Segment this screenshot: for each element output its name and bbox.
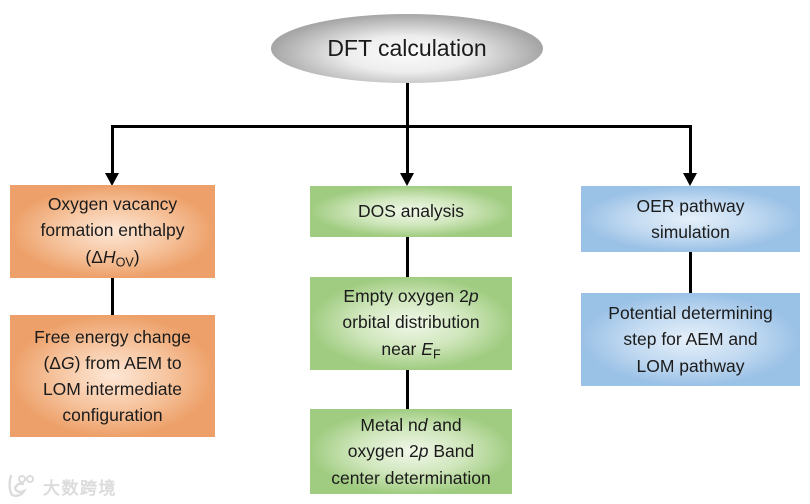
connector-right-box1-box2 [689, 252, 692, 293]
node-text-line: configuration [62, 405, 163, 426]
node-text-line: near EF [381, 338, 441, 362]
connector-branch-bar [111, 125, 692, 128]
node-text-line: Potential determining [608, 303, 773, 324]
node-text-line: simulation [651, 222, 730, 242]
arrowhead-middle-icon [400, 173, 414, 186]
node-text-line: Empty oxygen 2p [343, 286, 479, 307]
node-text-line: LOM pathway [636, 355, 745, 376]
node-text-line: LOM intermediate [42, 379, 183, 399]
node-text-line: center determination [331, 467, 491, 488]
node-text-line: DOS analysis [357, 201, 464, 222]
connector-left-drop [111, 125, 114, 173]
connector-left-box1-box2 [111, 278, 114, 315]
node-text-line: Oxygen vacancy [47, 194, 178, 215]
node-dos-analysis: DOS analysis [310, 186, 512, 237]
node-empty-oxygen-2p-orbital: Empty oxygen 2p orbital distribution nea… [310, 277, 512, 370]
root-node-label: DFT calculation [327, 35, 487, 61]
node-text-line: (ΔG) from AEM to [43, 352, 182, 373]
node-text-line: oxygen 2p Band [347, 441, 475, 462]
root-node-dft-calculation: DFT calculation [271, 14, 543, 83]
watermark: 大数跨境 [8, 474, 117, 498]
arrowhead-right-icon [683, 173, 697, 186]
watermark-text: 大数跨境 [43, 478, 117, 498]
node-oxygen-vacancy-formation-enthalpy: Oxygen vacancy formation enthalpy (ΔHOV) [10, 185, 215, 278]
node-text-line: Metal nd and [360, 415, 462, 436]
node-free-energy-change-aem-lom: Free energy change (ΔG) from AEM to LOM … [10, 315, 215, 437]
node-text-line: Free energy change [34, 326, 191, 347]
connector-middle-box2-box3 [406, 370, 409, 409]
arrowhead-left-icon [105, 173, 119, 186]
connector-root-stem [406, 83, 409, 173]
connector-middle-box1-box2 [406, 237, 409, 277]
node-text-line: formation enthalpy [40, 220, 185, 241]
node-text-line: (ΔHOV) [85, 246, 140, 270]
watermark-logo-icon [8, 474, 38, 498]
node-oer-pathway-simulation: OER pathway simulation [581, 186, 800, 252]
node-text-line: step for AEM and [623, 329, 758, 350]
node-band-center-determination: Metal nd and oxygen 2p Band center deter… [310, 409, 512, 494]
connector-right-drop [689, 125, 692, 173]
node-potential-determining-step: Potential determining step for AEM and L… [581, 293, 800, 386]
node-text-line: orbital distribution [342, 312, 480, 333]
node-text-line: OER pathway [636, 195, 745, 216]
